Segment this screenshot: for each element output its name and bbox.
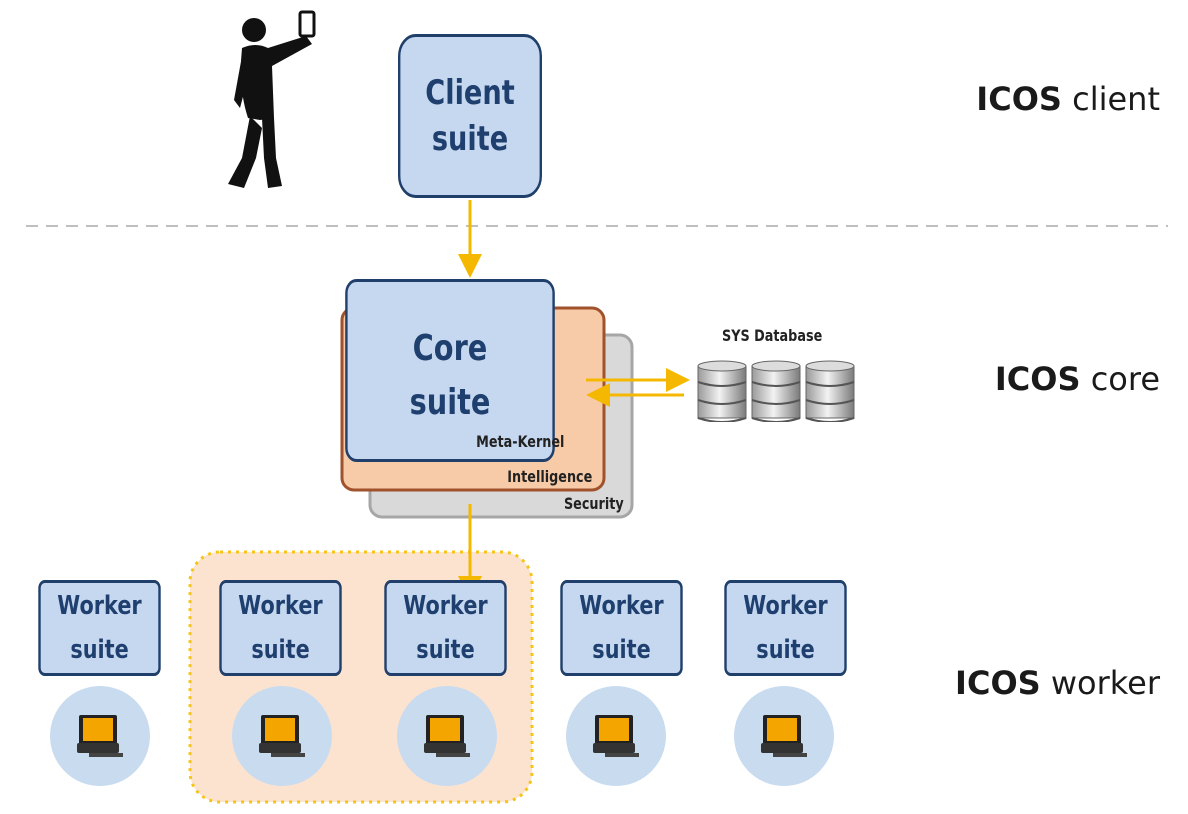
worker-suite-line2: suite: [756, 635, 815, 665]
worker-node-circle: [566, 686, 666, 786]
computer-icon: [259, 715, 305, 757]
person-holding-phone-icon: [228, 10, 316, 188]
icos-core-label-rest: core: [1080, 360, 1160, 398]
client-suite-box: Client suite: [398, 34, 542, 198]
worker-node-circle: [734, 686, 834, 786]
worker-node-circle: [50, 686, 150, 786]
computer-icon: [77, 715, 123, 757]
core-suite-line2: suite: [409, 382, 491, 423]
worker-node-circle: [397, 686, 497, 786]
icos-core-label-bold: ICOS: [994, 360, 1081, 398]
icos-core-label: ICOS core: [995, 360, 1160, 398]
client-suite-line2: suite: [431, 119, 509, 159]
icos-client-label: ICOS client: [976, 80, 1160, 118]
database-icon: [697, 360, 855, 422]
icos-client-label-rest: client: [1061, 80, 1160, 118]
worker-suite-box: Worker suite: [560, 580, 683, 676]
worker-suite-line1: Worker: [403, 591, 488, 621]
worker-suite-box: Worker suite: [219, 580, 342, 676]
sys-database-label: SYS Database: [722, 326, 823, 345]
core-suite-box: Core suite: [345, 279, 555, 462]
computer-icon: [424, 715, 470, 757]
meta-kernel-label: Meta-Kernel: [475, 432, 564, 451]
worker-suite-line1: Worker: [238, 591, 323, 621]
client-suite-line1: Client: [425, 73, 515, 113]
icos-client-label-bold: ICOS: [976, 80, 1062, 118]
icos-worker-label: ICOS worker: [955, 664, 1160, 702]
worker-node-circle: [232, 686, 332, 786]
worker-suite-line1: Worker: [743, 591, 828, 621]
computer-icon: [761, 715, 807, 757]
worker-suite-box: Worker suite: [384, 580, 507, 676]
worker-suite-line2: suite: [416, 635, 475, 665]
intelligence-label: Intelligence: [506, 467, 592, 486]
worker-suite-line1: Worker: [57, 591, 142, 621]
security-label: Security: [564, 494, 624, 513]
icos-worker-label-rest: worker: [1040, 664, 1160, 702]
computer-icon: [593, 715, 639, 757]
core-suite-line1: Core: [412, 328, 488, 369]
icos-worker-label-bold: ICOS: [955, 664, 1041, 702]
worker-suite-line2: suite: [251, 635, 310, 665]
worker-suite-line2: suite: [592, 635, 651, 665]
worker-suite-box: Worker suite: [38, 580, 161, 676]
worker-suite-line2: suite: [70, 635, 129, 665]
worker-suite-line1: Worker: [579, 591, 664, 621]
worker-suite-box: Worker suite: [724, 580, 847, 676]
